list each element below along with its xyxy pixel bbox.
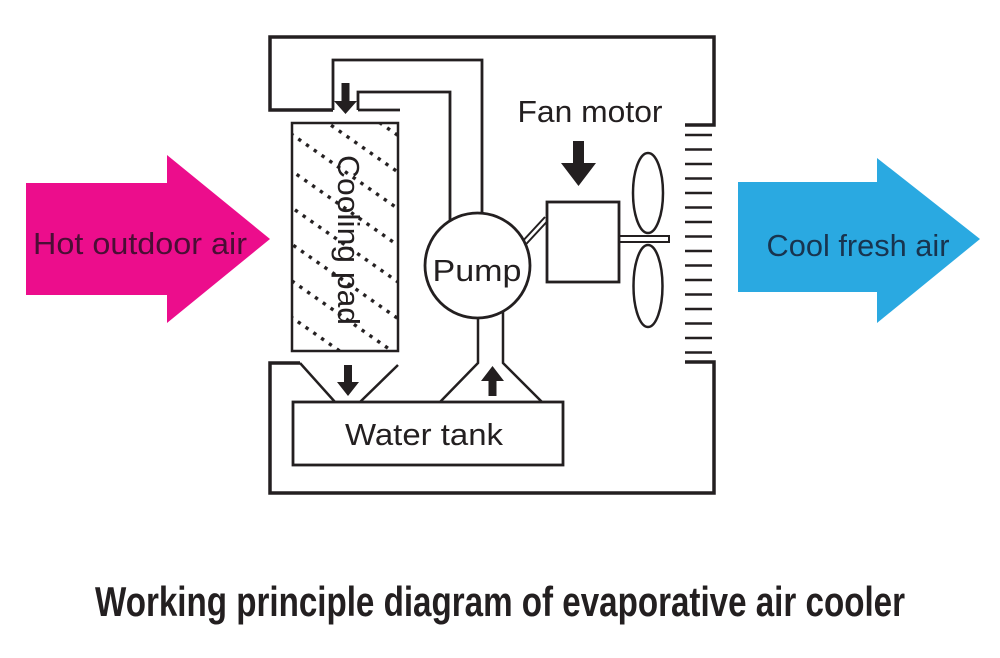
water-spray-arrow bbox=[334, 83, 357, 114]
pad-drain-right bbox=[359, 364, 399, 403]
fan-motor-label: Fan motor bbox=[518, 94, 663, 129]
cooling-pad-label: Cooling pad bbox=[331, 155, 366, 325]
pad-drain-arrow bbox=[337, 365, 359, 396]
cooler-housing-top bbox=[268, 35, 716, 127]
flow-arrows bbox=[334, 83, 596, 396]
hot-air-arrow bbox=[26, 155, 270, 323]
fan-shaft bbox=[618, 235, 670, 243]
cool-air-arrow bbox=[738, 158, 980, 323]
hot-air-label: Hot outdoor air bbox=[33, 226, 247, 261]
cooling-pad-border bbox=[290, 121, 400, 353]
water-duct-inner bbox=[356, 90, 452, 221]
diagram-labels: Fan motor Pump Cooling pad Water tank Wo… bbox=[95, 94, 905, 625]
water-tank-label: Water tank bbox=[345, 417, 504, 452]
pump-body bbox=[423, 211, 532, 320]
figure-caption: Working principle diagram of evaporative… bbox=[95, 578, 905, 625]
outlet-grille bbox=[685, 133, 712, 354]
fan-motor-arrow bbox=[561, 141, 596, 186]
pump-label: Pump bbox=[433, 253, 522, 288]
tank-suction-arrow bbox=[481, 366, 504, 396]
water-duct-outer bbox=[331, 58, 484, 213]
cool-air-label: Cool fresh air bbox=[767, 228, 950, 263]
cooler-housing-bottom bbox=[268, 360, 716, 495]
pump-suction-left bbox=[439, 317, 480, 403]
pad-drain-left bbox=[299, 362, 336, 403]
water-tank-body bbox=[291, 400, 565, 467]
fan-motor-body bbox=[545, 200, 621, 284]
pump-suction-right bbox=[501, 311, 543, 403]
fan-blade-top bbox=[631, 151, 665, 235]
cooling-pad-hatch bbox=[292, 123, 398, 351]
diagram-linework bbox=[268, 35, 716, 495]
fan-blade-bottom bbox=[632, 243, 664, 329]
